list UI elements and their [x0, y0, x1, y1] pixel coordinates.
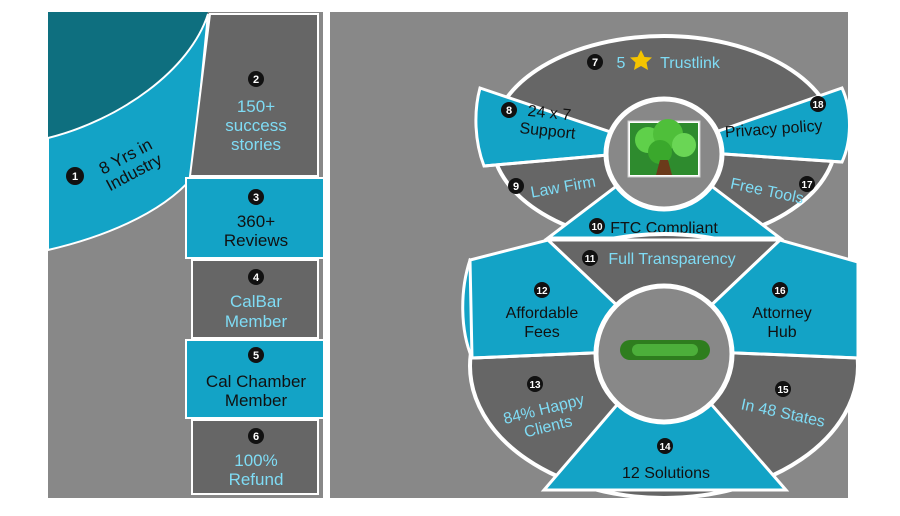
item-7-post: Trustlink — [660, 55, 721, 72]
item-8-segment — [474, 86, 665, 168]
item-3-badge — [248, 189, 264, 205]
item-1-badge — [66, 167, 84, 185]
item-10-badge — [589, 218, 605, 234]
item-6-line1: 100% — [234, 451, 277, 470]
item-18-segment — [663, 86, 851, 164]
item-2-line3: stories — [231, 135, 281, 154]
item-8-num: 8 — [506, 105, 512, 117]
item-9-num: 9 — [513, 181, 519, 193]
item-4-line2: Member — [225, 312, 288, 331]
numeral-eight-group: 7 5 Trustlink 8 24 x 7 Support 9 Law Fir… — [330, 12, 860, 500]
item-13-num: 13 — [529, 380, 541, 391]
item-4-badge — [248, 269, 264, 285]
item-3-line2: Reviews — [224, 231, 288, 250]
item-3-num: 3 — [253, 192, 259, 204]
item-15-badge — [775, 381, 791, 397]
item-11-num: 11 — [585, 254, 596, 265]
item-2-segment — [188, 13, 319, 177]
item-2-num: 2 — [253, 74, 259, 86]
item-16-line1: Attorney — [752, 305, 812, 322]
item-6-num: 6 — [253, 431, 259, 443]
item-5-badge — [248, 347, 264, 363]
item-2-line1: 150+ — [237, 97, 275, 116]
item-18-line1: Privacy policy — [724, 118, 823, 142]
numeral-one-group: 1 8 Yrs in Industry 2 150+ success stori… — [47, 12, 325, 498]
item-14-num: 14 — [659, 442, 671, 453]
item-8-line1: 24 x 7 — [527, 103, 572, 124]
item-12-line2: Fees — [524, 324, 560, 341]
item-5-line1: Cal Chamber — [206, 372, 306, 391]
item-7-num: 7 — [592, 57, 598, 69]
tree-icon — [627, 119, 701, 178]
item-7-badge — [587, 54, 603, 70]
item-7-pre: 5 — [617, 55, 626, 72]
item-18-num: 18 — [812, 100, 824, 111]
item-16-line2: Hub — [767, 324, 796, 341]
item-2-line2: success — [225, 116, 286, 135]
item-17-num: 17 — [801, 180, 813, 191]
item-2-badge — [248, 71, 264, 87]
item-16-badge — [772, 282, 788, 298]
item-5-num: 5 — [253, 350, 259, 362]
bottom-ring-hole-border — [593, 283, 735, 425]
item-4-line1: CalBar — [230, 292, 282, 311]
top-ring-hole-border — [603, 96, 725, 212]
item-8-badge — [501, 102, 517, 118]
item-8-line2: Support — [519, 120, 577, 143]
item-11-label: Full Transparency — [608, 251, 735, 268]
item-6-line2: Refund — [229, 470, 284, 489]
item-17-badge — [799, 176, 815, 192]
item-1-num: 1 — [72, 171, 78, 183]
item-1-segment — [47, 13, 209, 252]
item-9-badge — [508, 178, 524, 194]
item-18-badge — [810, 96, 826, 112]
item-6-badge — [248, 428, 264, 444]
item-14-badge — [657, 438, 673, 454]
item-12-badge — [534, 282, 550, 298]
item-4-num: 4 — [253, 272, 260, 284]
item-13-badge — [527, 376, 543, 392]
green-badge-icon — [620, 340, 710, 360]
item-10-num: 10 — [591, 222, 603, 233]
item-16-num: 16 — [774, 286, 786, 297]
one-flag-dark — [48, 12, 208, 138]
item-3-line1: 360+ — [237, 212, 275, 231]
item-14-label: 12 Solutions — [622, 465, 710, 482]
item-11-badge — [582, 250, 598, 266]
item-10-label: FTC Compliant — [610, 220, 718, 237]
item-15-num: 15 — [777, 385, 789, 396]
item-12-line1: Affordable — [506, 305, 579, 322]
star-icon — [630, 50, 652, 70]
item-12-num: 12 — [536, 286, 548, 297]
item-5-line2: Member — [225, 391, 288, 410]
